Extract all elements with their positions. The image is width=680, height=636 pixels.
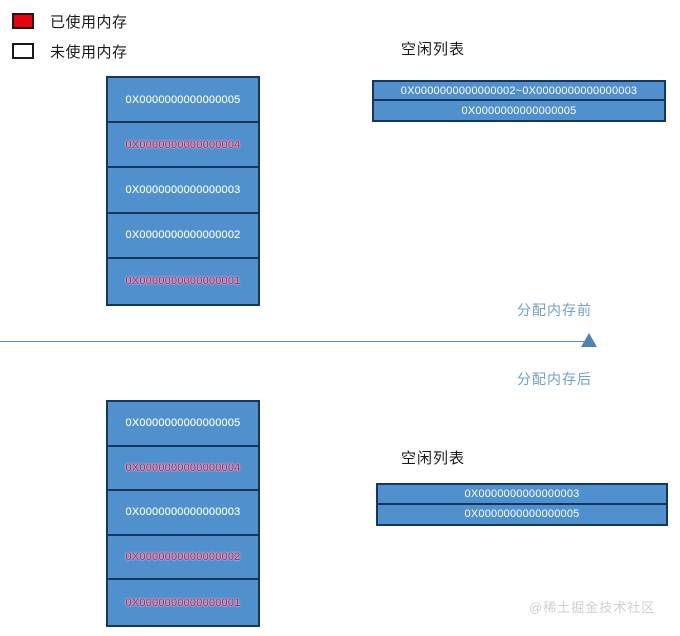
free-list-row: 0X0000000000000005: [464, 508, 580, 521]
free-list-after: 0X0000000000000003 0X0000000000000005: [376, 483, 668, 526]
red-square-icon: [12, 13, 34, 29]
memory-row: 0X0000000000000004: [108, 123, 258, 169]
memory-row: 0X0000000000000002: [108, 535, 258, 581]
memory-row: 0X0000000000000004: [108, 446, 258, 492]
legend-item-free: 未使用内存: [12, 36, 232, 66]
white-square-icon: [12, 43, 34, 59]
memory-row: 0X0000000000000003: [108, 168, 258, 214]
memory-row: 0X0000000000000001: [108, 258, 258, 304]
memory-row: 0X0000000000000005: [108, 78, 258, 124]
free-list-title-after: 空闲列表: [401, 450, 466, 467]
memory-block-before: 0X0000000000000005 0X0000000000000004 0X…: [106, 76, 260, 306]
legend-item-used: 已使用内存: [12, 6, 232, 36]
legend-item-label: 未使用内存: [50, 43, 128, 61]
memory-row: 0X0000000000000003: [108, 491, 258, 536]
free-list-row: 0X0000000000000002~0X0000000000000003: [374, 82, 664, 101]
legend: 已使用内存 未使用内存: [12, 6, 232, 66]
free-list-row: 0X0000000000000005: [461, 104, 577, 117]
free-list-title-before: 空闲列表: [401, 41, 466, 58]
free-list-row: 0X0000000000000003: [378, 485, 666, 505]
memory-row: 0X0000000000000002: [108, 213, 258, 259]
watermark: @稀土掘金技术社区: [529, 600, 656, 615]
triangle-up-icon: [581, 333, 597, 347]
memory-row: 0X0000000000000005: [108, 402, 258, 447]
memory-block-after: 0X0000000000000005 0X0000000000000004 0X…: [106, 400, 260, 627]
stage-divider-line: [0, 341, 584, 342]
free-list-before: 0X0000000000000002~0X0000000000000003 0X…: [372, 80, 666, 122]
memory-row: 0X0000000000000001: [108, 580, 258, 625]
stage-label-before: 分配内存前: [517, 302, 592, 318]
stage-label-after: 分配内存后: [517, 371, 592, 387]
legend-item-label: 已使用内存: [50, 13, 128, 31]
